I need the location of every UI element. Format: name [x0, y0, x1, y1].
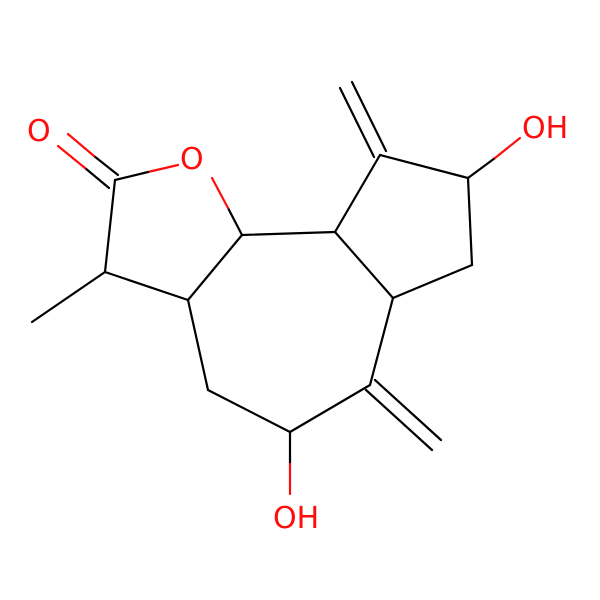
bond-c3a-c4	[186, 298, 210, 392]
bond-carbonyl-b-red	[66, 132, 96, 158]
bond-c9b-c9a	[240, 230, 337, 237]
bond-methylene-bottom-a	[364, 388, 434, 452]
bond-c5-c6	[288, 383, 372, 434]
bond-c9a-c6a	[333, 230, 395, 300]
atom-label-ring-oxygen: O	[180, 142, 204, 177]
bond-c8-oh-red	[493, 136, 522, 160]
bond-c9a-c9	[333, 153, 382, 234]
bond-c6-c6a	[368, 296, 395, 387]
bond-c9-c8	[378, 153, 470, 180]
bond-o1-c2-red	[146, 163, 180, 174]
atom-label-hydroxyl-top: OH	[522, 111, 568, 146]
atom-label-hydroxyl-bottom: OH	[273, 501, 319, 536]
bond-c8-c7	[466, 176, 474, 267]
bond-o1-c2-black	[113, 170, 150, 182]
bond-methylene-top-a	[338, 86, 376, 159]
bond-c8-oh-black	[466, 156, 497, 180]
bond-c2-c3	[103, 178, 117, 274]
bond-carbonyl-a-red	[56, 144, 87, 170]
bond-methyl	[30, 270, 107, 324]
bond-carbonyl-a-black	[83, 166, 111, 190]
bond-c3-c3a	[103, 270, 190, 302]
atom-label-carbonyl-oxygen: O	[27, 114, 51, 149]
bond-c9b-o1-red	[210, 176, 230, 210]
bond-c7-c6a	[391, 263, 474, 300]
bond-c3a-c9b	[186, 233, 244, 302]
bond-methylene-bottom-b	[373, 378, 443, 442]
bond-carbonyl-b-black	[92, 154, 120, 177]
bond-c9b-o1-black	[226, 206, 244, 237]
bond-methylene-top-b	[350, 80, 388, 153]
bond-c4-c5	[206, 388, 292, 434]
